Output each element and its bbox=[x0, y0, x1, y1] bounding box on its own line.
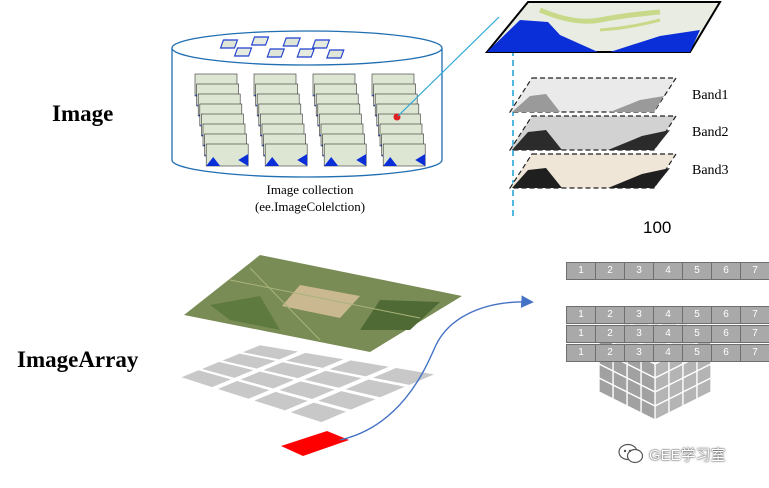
collection-caption: Image collection (ee.ImageColelction) bbox=[200, 181, 420, 215]
imagearray-heading: ImageArray bbox=[17, 347, 139, 372]
grid-cell bbox=[242, 345, 299, 360]
array-cell: 6 bbox=[711, 344, 741, 362]
array-cell: 1 bbox=[566, 306, 596, 324]
array-cell: 4 bbox=[653, 306, 683, 324]
band1-layer bbox=[508, 77, 678, 113]
stack-image bbox=[264, 143, 308, 167]
array-cell: 5 bbox=[682, 344, 712, 362]
array-cell: 2 bbox=[595, 344, 625, 362]
array-cell: 6 bbox=[711, 325, 741, 343]
grid-cell bbox=[279, 381, 335, 400]
image-collection-cylinder bbox=[171, 30, 443, 178]
chat-bubble-icon bbox=[618, 443, 644, 464]
pixel-grid bbox=[181, 345, 435, 423]
cube-right-cell bbox=[696, 376, 712, 401]
array-cell: 3 bbox=[624, 325, 654, 343]
array-cell: 7 bbox=[740, 262, 769, 280]
array-cell: 7 bbox=[740, 344, 769, 362]
array-cell: 3 bbox=[624, 344, 654, 362]
cube-left-cell bbox=[598, 376, 614, 401]
band3-label: Band3 bbox=[692, 163, 729, 178]
grid-cell bbox=[286, 352, 344, 368]
grid-cell bbox=[263, 362, 319, 379]
array-cell: 5 bbox=[682, 325, 712, 343]
array-cell: 4 bbox=[653, 325, 683, 343]
grid-cell bbox=[181, 370, 231, 388]
array-cell: 5 bbox=[682, 306, 712, 324]
caption-line1: Image collection bbox=[266, 182, 354, 197]
grid-cell bbox=[329, 360, 389, 377]
grid-cell bbox=[345, 379, 405, 398]
array-cell: 6 bbox=[711, 306, 741, 324]
pixel-to-array-arrow bbox=[339, 295, 534, 441]
grid-cell bbox=[240, 371, 295, 389]
array-cell: 4 bbox=[653, 344, 683, 362]
array-cell: 7 bbox=[740, 306, 769, 324]
connector-lines bbox=[397, 16, 514, 220]
array-cell: 7 bbox=[740, 325, 769, 343]
array-row: 1 2 3 4 5 6 7 bbox=[566, 344, 769, 362]
array-cell: 1 bbox=[566, 325, 596, 343]
array-cell: 5 bbox=[682, 262, 712, 280]
count-label: 100 bbox=[643, 218, 672, 237]
array-cell: 6 bbox=[711, 262, 741, 280]
array-1d: 1 2 3 4 5 6 7 bbox=[566, 262, 769, 280]
band2-label: Band2 bbox=[692, 125, 729, 140]
array-cell: 4 bbox=[653, 262, 683, 280]
watermark-text: GEE学习室 bbox=[649, 446, 726, 464]
grid-cell bbox=[318, 391, 376, 410]
aerial-image bbox=[184, 255, 462, 352]
stack-image bbox=[382, 143, 426, 167]
band-layers bbox=[508, 77, 678, 189]
grid-cell bbox=[304, 370, 362, 388]
array-row: 1 2 3 4 5 6 7 bbox=[566, 306, 769, 324]
band2-layer bbox=[508, 115, 678, 151]
array-cell: 3 bbox=[624, 306, 654, 324]
expanded-image bbox=[484, 0, 722, 53]
highlighted-pixel bbox=[281, 431, 349, 456]
array-cell: 3 bbox=[624, 262, 654, 280]
array-cell: 2 bbox=[595, 325, 625, 343]
watermark: GEE学习室 bbox=[618, 443, 726, 465]
image-stacks bbox=[194, 73, 426, 167]
grid-cell bbox=[254, 391, 308, 411]
band1-label: Band1 bbox=[692, 88, 729, 103]
grid-cell bbox=[372, 368, 435, 385]
band3-layer bbox=[508, 153, 678, 189]
stack-image bbox=[323, 143, 367, 167]
array-row: 1 2 3 4 5 6 7 bbox=[566, 325, 769, 343]
lid-tiles bbox=[219, 36, 345, 59]
grid-cell bbox=[217, 381, 270, 399]
image-heading: Image bbox=[52, 101, 114, 126]
grid-cell bbox=[222, 353, 276, 369]
array-2d: 1 2 3 4 5 6 7 1 2 3 4 5 6 7 1 2 3 4 5 6 … bbox=[566, 306, 769, 362]
array-cell: 2 bbox=[595, 262, 625, 280]
grid-cell bbox=[290, 402, 347, 423]
stack-image bbox=[205, 143, 249, 167]
array-cell: 1 bbox=[566, 344, 596, 362]
array-cell: 1 bbox=[566, 262, 596, 280]
array-cell: 2 bbox=[595, 306, 625, 324]
grid-cell bbox=[201, 361, 254, 378]
caption-line2: (ee.ImageColelction) bbox=[254, 199, 366, 214]
